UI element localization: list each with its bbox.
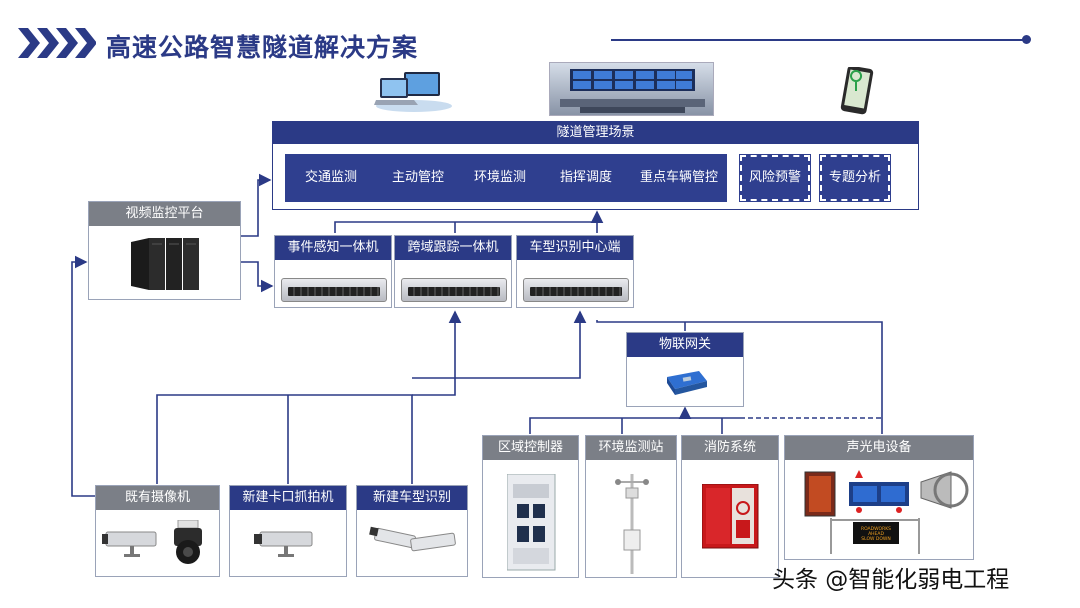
header-rule-dot	[1022, 35, 1031, 44]
vehicle-type-server-image	[523, 278, 629, 302]
area-controller-title: 区域控制器	[483, 436, 578, 460]
page-title: 高速公路智慧隧道解决方案	[106, 33, 419, 62]
scene-cell-active-control[interactable]: 主动管控	[391, 170, 444, 185]
bullet-camera-image	[102, 528, 164, 562]
scene-cell-special-analysis[interactable]: 专题分析	[819, 154, 891, 202]
event-perception-server-box: 事件感知一体机	[274, 235, 392, 308]
sign-text-line-3: SLOW DOWN	[861, 536, 890, 542]
existing-cameras-title: 既有摄像机	[96, 486, 219, 510]
scene-cell-dispatch[interactable]: 指挥调度	[559, 170, 612, 185]
scene-cell-key-vehicle[interactable]: 重点车辆管控	[639, 170, 718, 185]
weather-station-image	[608, 470, 658, 578]
server-rack-image	[131, 236, 201, 296]
cross-domain-server-image	[401, 278, 507, 302]
vehicle-type-server-box: 车型识别中心端	[516, 235, 634, 308]
iot-gateway-box: 物联网关	[626, 332, 744, 407]
control-room-image	[549, 62, 714, 116]
gateway-device-image	[663, 367, 709, 403]
laptop-devices-image	[374, 66, 452, 112]
event-perception-server-image	[281, 278, 387, 302]
sound-light-device-title: 声光电设备	[785, 436, 973, 460]
sound-light-devices-image: ROADWORKS AHEAD SLOW DOWN	[801, 468, 971, 560]
area-controller-box: 区域控制器	[482, 435, 579, 578]
event-perception-title: 事件感知一体机	[275, 236, 391, 260]
iot-gateway-title: 物联网关	[627, 333, 743, 357]
env-monitoring-station-box: 环境监测站	[585, 435, 677, 578]
dome-camera-image	[170, 519, 206, 570]
header-chevrons	[18, 28, 97, 58]
sign-text-line-1: ROADWORKS	[861, 526, 891, 532]
existing-cameras-box: 既有摄像机	[95, 485, 220, 577]
fire-cabinet-image	[701, 483, 762, 554]
scene-cell-traffic[interactable]: 交通监测	[304, 170, 357, 185]
watermark-text: 头条 @智能化弱电工程	[772, 567, 1010, 593]
sign-text-line-2: AHEAD	[868, 531, 884, 537]
new-checkpoint-camera-title: 新建卡口抓拍机	[230, 486, 346, 510]
header-rule	[611, 39, 1027, 41]
scene-title: 隧道管理场景	[273, 122, 918, 144]
fire-system-box: 消防系统	[681, 435, 779, 578]
tunnel-management-scene: 隧道管理场景 交通监测 主动管控 环境监测 指挥调度 重点车辆管控 风险预警 专…	[272, 121, 919, 210]
smartphone-image	[838, 65, 874, 115]
vehicle-type-title: 车型识别中心端	[517, 236, 633, 260]
vehicle-type-camera-image	[365, 524, 461, 562]
video-platform-box: 视频监控平台	[88, 201, 241, 300]
cross-domain-server-box: 跨域跟踪一体机	[394, 235, 512, 308]
scene-cell-risk-warning[interactable]: 风险预警	[739, 154, 811, 202]
control-cabinet-image	[506, 473, 557, 576]
sound-light-device-box: 声光电设备 ROADWORKS AHEAD SLOW DOWN	[784, 435, 974, 560]
checkpoint-camera-image	[254, 528, 320, 562]
new-vehicle-type-camera-title: 新建车型识别	[357, 486, 467, 510]
fire-system-title: 消防系统	[682, 436, 778, 460]
cross-domain-title: 跨域跟踪一体机	[395, 236, 511, 260]
video-platform-title: 视频监控平台	[89, 202, 240, 226]
new-vehicle-type-camera-box: 新建车型识别	[356, 485, 468, 577]
env-monitoring-station-title: 环境监测站	[586, 436, 676, 460]
scene-functions: 交通监测 主动管控 环境监测 指挥调度 重点车辆管控	[285, 154, 727, 202]
new-checkpoint-camera-box: 新建卡口抓拍机	[229, 485, 347, 577]
scene-cell-environment[interactable]: 环境监测	[473, 170, 526, 185]
